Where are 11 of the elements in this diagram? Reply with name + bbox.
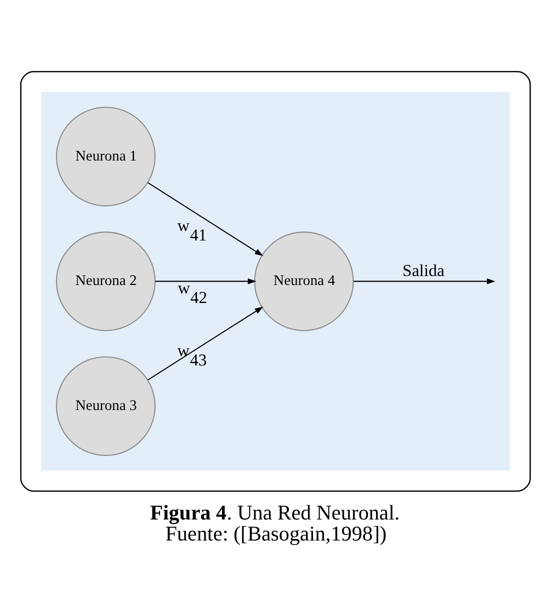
arrow xyxy=(148,306,264,380)
caption: Figura 4. Una Red Neuronal. Fuente: ([Basogain,1998]) xyxy=(150,500,400,546)
arrow xyxy=(354,278,496,284)
node-circle: Neurona 2 xyxy=(56,232,156,332)
edge-label: Salida xyxy=(402,260,444,280)
arrow xyxy=(155,278,256,284)
cluster xyxy=(41,92,510,471)
cluster xyxy=(20,70,531,492)
node-circle: Neurona 1 xyxy=(56,106,156,206)
node-circle: Neurona 3 xyxy=(56,356,156,456)
arrow xyxy=(148,182,264,256)
